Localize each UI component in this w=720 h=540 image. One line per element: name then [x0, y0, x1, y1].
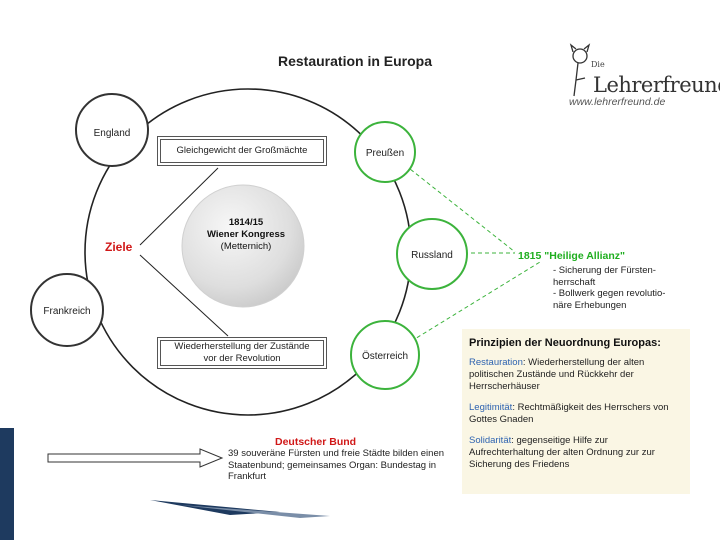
deutscher-bund-arrow	[47, 448, 224, 468]
goal-box-restoration: Wiederherstellung der Zustände vor der R…	[157, 337, 327, 369]
principle-solidaritaet: Solidarität: gegenseitige Hilfe zur Aufr…	[469, 435, 684, 471]
lehrerfreund-logo-figure	[569, 43, 591, 97]
england-circle	[75, 93, 149, 167]
frankreich-label: Frankreich	[43, 306, 91, 317]
principle-text: : Rechtmäßigkeit des Herrschers von Gott…	[469, 402, 669, 425]
congress-name: Wiener Kongress	[206, 229, 286, 240]
ziele-label: Ziele	[105, 240, 133, 254]
principle-restauration: Restauration: Wiederherstellung der alte…	[469, 357, 684, 393]
principles-panel: Prinzipien der Neuordnung Europas: Resta…	[462, 329, 690, 494]
logo-die-text: Die	[591, 60, 605, 69]
logo-url: www.lehrerfreund.de	[569, 96, 666, 108]
allianz-line: näre Erhebungen	[553, 299, 627, 311]
preussen-circle	[354, 121, 416, 183]
ziele-connector-top	[139, 167, 219, 246]
principles-heading: Prinzipien der Neuordnung Europas:	[469, 337, 661, 349]
allianz-line: herrschaft	[553, 276, 596, 288]
russland-label: Russland	[411, 250, 453, 261]
preussen-label: Preußen	[365, 148, 405, 159]
congress-year: 1814/15	[228, 217, 264, 228]
allianz-line: - Sicherung der Fürsten-	[553, 265, 656, 276]
principle-legitimitaet: Legitimität: Rechtmäßigkeit des Herrsche…	[469, 402, 684, 426]
principle-keyword: Restauration	[469, 357, 523, 368]
slide-accent-swoosh-2	[180, 505, 330, 518]
congress-person: (Metternich)	[220, 241, 272, 252]
principle-keyword: Legitimität	[469, 402, 513, 413]
goal-restoration-line1: Wiederherstellung der Zustände	[174, 341, 310, 352]
heilige-allianz-list: - Sicherung der Fürsten- herrschaft - Bo…	[553, 265, 693, 311]
page-title: Restauration in Europa	[277, 53, 433, 69]
logo-brand-name: Lehrerfreund	[593, 73, 720, 97]
goal-restoration-line2: vor der Revolution	[203, 353, 281, 364]
slide-accent-bar	[0, 428, 14, 540]
goal-balance-text: Gleichgewicht der Großmächte	[176, 145, 308, 156]
oesterreich-circle	[350, 320, 420, 390]
deutscher-bund-title: Deutscher Bund	[275, 436, 357, 448]
wiener-kongress-circle	[181, 184, 305, 308]
frankreich-circle	[30, 273, 104, 347]
principle-keyword: Solidarität	[469, 435, 512, 446]
wiener-kongress-text: 1814/15 Wiener Kongress (Metternich)	[185, 217, 307, 253]
deutscher-bund-text: 39 souveräne Fürsten und freie Städte bi…	[228, 448, 445, 482]
ziele-connector-bottom	[139, 254, 229, 337]
russland-circle	[396, 218, 468, 290]
oesterreich-label: Österreich	[361, 351, 409, 362]
principle-text: : Wiederherstellung der alten politische…	[469, 357, 645, 392]
principle-text: : gegenseitige Hilfe zur Aufrechterhaltu…	[469, 435, 655, 470]
allianz-line: - Bollwerk gegen revolutio-	[553, 288, 666, 299]
goal-box-balance: Gleichgewicht der Großmächte	[157, 136, 327, 166]
heilige-allianz-title: 1815 "Heilige Allianz"	[518, 250, 626, 262]
england-label: England	[93, 128, 131, 139]
